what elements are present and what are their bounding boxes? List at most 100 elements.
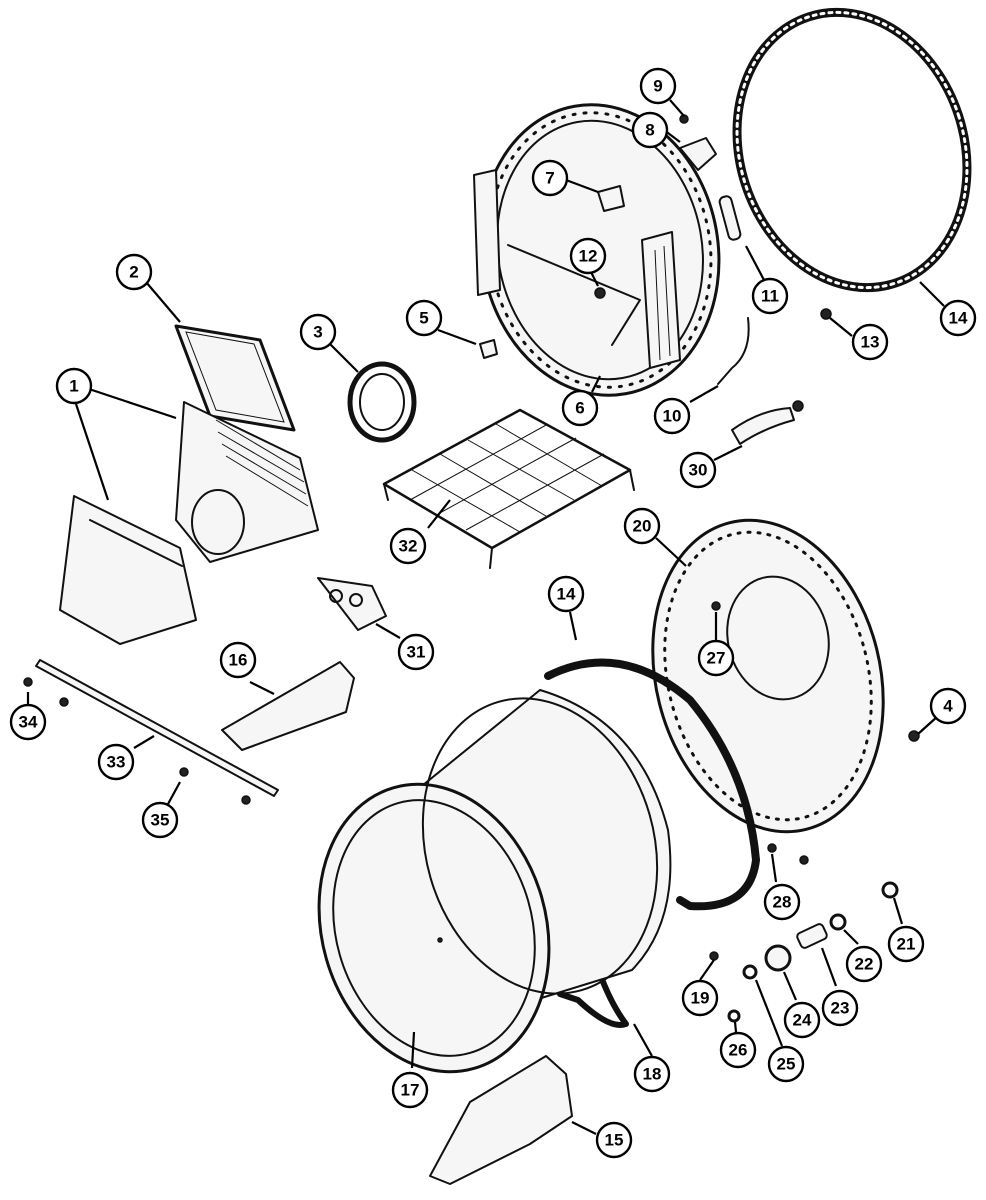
callout-31: 31 <box>397 633 435 671</box>
callout-6: 6 <box>561 389 599 427</box>
callout-18: 18 <box>633 1055 671 1093</box>
svg-text:7: 7 <box>545 169 554 188</box>
svg-text:32: 32 <box>399 537 418 556</box>
callout-9: 9 <box>639 67 677 105</box>
part-lint-screen <box>174 324 296 432</box>
callout-27: 27 <box>697 639 735 677</box>
callout-24: 24 <box>783 1001 821 1039</box>
callout-32: 32 <box>389 527 427 565</box>
part-nut-9 <box>679 114 689 124</box>
svg-text:6: 6 <box>575 399 584 418</box>
part-drum-seal-ring-top <box>732 7 972 293</box>
svg-text:3: 3 <box>313 323 322 342</box>
svg-text:27: 27 <box>707 649 726 668</box>
part-rear-drum-plate <box>651 518 885 834</box>
callout-15: 15 <box>595 1121 633 1159</box>
part-filter-housing <box>59 401 319 645</box>
part-switch-8 <box>679 137 717 171</box>
part-strip-33 <box>35 659 279 797</box>
callout-14-lower: 14 <box>547 575 585 613</box>
callout-4: 4 <box>929 687 967 725</box>
part-shaft-23 <box>796 923 828 949</box>
svg-text:5: 5 <box>419 309 428 328</box>
svg-text:15: 15 <box>605 1131 624 1150</box>
part-duct-trim-16 <box>221 661 355 751</box>
part-drum <box>317 689 672 1074</box>
part-screw-35 <box>179 767 189 777</box>
callout-14-top: 14 <box>939 299 977 337</box>
part-screw-35b <box>241 795 251 805</box>
svg-text:11: 11 <box>761 287 779 306</box>
svg-text:25: 25 <box>777 1055 796 1074</box>
leader-lines <box>26 99 945 1135</box>
svg-text:17: 17 <box>401 1081 420 1100</box>
svg-text:14: 14 <box>557 585 576 604</box>
callout-21: 21 <box>887 925 925 963</box>
callout-23: 23 <box>821 989 859 1027</box>
callout-19: 19 <box>681 979 719 1017</box>
svg-text:20: 20 <box>633 517 652 536</box>
part-ring-seal-3 <box>347 361 417 443</box>
callout-35: 35 <box>141 801 179 839</box>
part-screw-28a <box>767 843 777 853</box>
callout-8: 8 <box>631 111 669 149</box>
callout-3: 3 <box>299 313 337 351</box>
callout-20: 20 <box>623 507 661 545</box>
svg-text:35: 35 <box>151 811 170 830</box>
callout-7: 7 <box>531 159 569 197</box>
part-screw-19 <box>709 951 719 961</box>
part-washer-26 <box>727 1009 741 1023</box>
part-bracket-7 <box>597 185 625 212</box>
callout-11: 11 <box>751 277 789 315</box>
svg-text:34: 34 <box>19 713 38 732</box>
svg-text:2: 2 <box>129 263 138 282</box>
part-belt-18 <box>557 959 629 1028</box>
svg-text:26: 26 <box>729 1041 748 1060</box>
svg-text:24: 24 <box>793 1011 812 1030</box>
svg-text:23: 23 <box>831 999 850 1018</box>
callout-30: 30 <box>679 451 717 489</box>
part-drum-seal-belt <box>544 658 760 911</box>
svg-text:33: 33 <box>107 753 126 772</box>
part-screw-13 <box>820 308 832 320</box>
callout-17: 17 <box>391 1071 429 1109</box>
part-screw-34b <box>59 697 69 707</box>
svg-text:21: 21 <box>897 935 916 954</box>
svg-text:9: 9 <box>653 77 662 96</box>
svg-text:13: 13 <box>861 333 880 352</box>
svg-text:28: 28 <box>773 893 792 912</box>
svg-text:8: 8 <box>645 121 654 140</box>
callout-25: 25 <box>767 1045 805 1083</box>
callout-13: 13 <box>851 323 889 361</box>
part-bracket-31 <box>317 577 387 631</box>
callout-5: 5 <box>405 299 443 337</box>
svg-text:16: 16 <box>229 651 248 670</box>
part-washer-22 <box>829 913 847 931</box>
callout-1: 1 <box>55 367 93 405</box>
callout-12: 12 <box>569 237 607 275</box>
svg-text:18: 18 <box>643 1065 662 1084</box>
svg-text:12: 12 <box>579 247 598 266</box>
svg-text:14: 14 <box>949 309 968 328</box>
part-drying-rack <box>382 408 635 569</box>
callout-16: 16 <box>219 641 257 679</box>
svg-text:1: 1 <box>69 377 78 396</box>
part-washer-25 <box>742 964 758 980</box>
svg-text:30: 30 <box>689 461 708 480</box>
svg-text:4: 4 <box>943 697 953 716</box>
part-panel-15 <box>429 1055 573 1185</box>
svg-text:10: 10 <box>663 407 682 426</box>
part-bearing-24 <box>764 944 792 972</box>
svg-text:22: 22 <box>855 955 874 974</box>
callout-10: 10 <box>653 397 691 435</box>
callout-26: 26 <box>719 1031 757 1069</box>
part-screw-28b <box>799 855 809 865</box>
svg-text:19: 19 <box>691 989 710 1008</box>
callout-28: 28 <box>763 883 801 921</box>
part-screw-34 <box>23 677 33 687</box>
part-washer-21 <box>881 881 899 899</box>
callout-22: 22 <box>845 945 883 983</box>
svg-text:31: 31 <box>407 643 426 662</box>
part-bracket-30 <box>731 400 804 445</box>
